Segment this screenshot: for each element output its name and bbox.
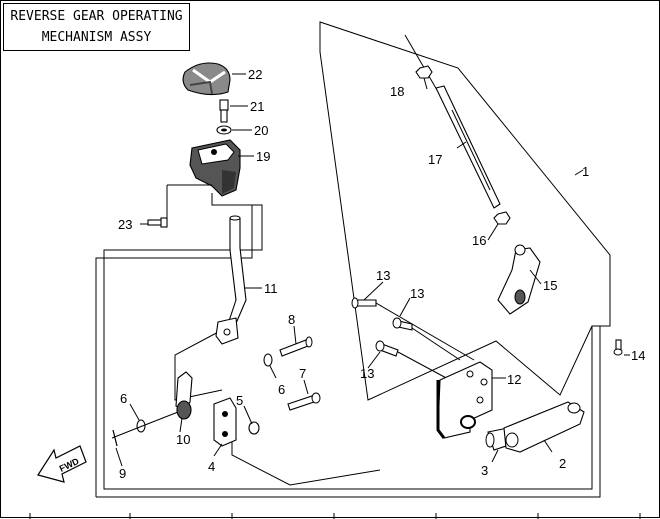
callout-label: 7 [299, 366, 306, 381]
callout-label: 11 [264, 281, 278, 296]
callout-label: 21 [250, 99, 264, 114]
callout-label: 4 [208, 459, 215, 474]
arm-2-part [503, 401, 585, 453]
link-outline [174, 329, 223, 401]
callout-label: 17 [428, 152, 442, 167]
bolt-7-part [287, 392, 321, 411]
cable-part [404, 34, 501, 209]
callout-label: 1 [582, 164, 589, 179]
bolt-part [219, 99, 229, 123]
callout-label: 13 [376, 268, 390, 283]
nut-18-part [415, 65, 433, 79]
callout-label: 3 [481, 463, 488, 478]
callout-label: 19 [256, 149, 270, 164]
callout-label: 18 [390, 84, 404, 99]
callout-label: 9 [119, 466, 126, 481]
title-line-1: REVERSE GEAR OPERATING [10, 9, 183, 24]
bracket-part [189, 139, 241, 197]
callout-label: 12 [507, 372, 521, 387]
nut-5-part [248, 421, 260, 435]
block-part [213, 397, 237, 447]
fwd-arrow-icon: FWD [37, 445, 87, 483]
leader-lines [115, 73, 630, 467]
callout-label: 8 [288, 312, 295, 327]
knob-part [182, 62, 231, 96]
callout-label: 23 [118, 217, 132, 232]
callout-label: 13 [360, 366, 374, 381]
nut-16-part [493, 211, 511, 225]
callout-label: 6 [278, 382, 285, 397]
plate-12-part [436, 361, 493, 439]
callout-label: 10 [176, 432, 190, 447]
callout-label: 6 [120, 391, 127, 406]
title-box: REVERSE GEAR OPERATING MECHANISM ASSY [3, 3, 190, 51]
bottom-ticks [29, 513, 641, 519]
bolt-23-part [147, 217, 168, 228]
callout-label: 16 [472, 233, 486, 248]
washer-6-part [263, 353, 273, 367]
callout-label: 5 [236, 393, 243, 408]
callout-label: 2 [559, 456, 566, 471]
shift-lever-part [215, 215, 247, 345]
arm-15-part [497, 244, 541, 315]
callout-label: 14 [631, 348, 645, 363]
bolts-13-part [351, 297, 413, 357]
callout-label: 20 [254, 123, 268, 138]
pin-part [279, 336, 313, 357]
bolt-14-part [613, 339, 623, 356]
callout-label: 15 [543, 278, 557, 293]
callout-label: 13 [410, 286, 424, 301]
title-line-2: MECHANISM ASSY [41, 30, 152, 45]
lever-10-part [111, 371, 193, 439]
callout-label: 22 [248, 67, 262, 82]
assembly-outline-outer [96, 326, 601, 498]
pin-9-part [112, 429, 118, 447]
